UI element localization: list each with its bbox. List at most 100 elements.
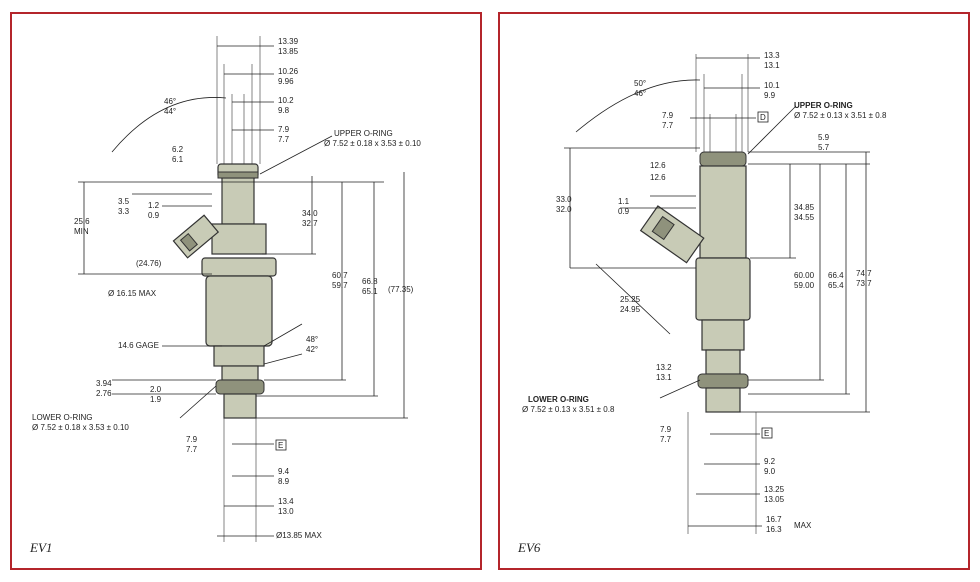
ev1-drawing: 13.39 13.85 10.26 9.96 10.2 9.8 7.9 7.7 …: [29, 36, 421, 555]
ev1-labels: 13.39 13.85 10.26 9.96 10.2 9.8 7.9 7.7 …: [29, 37, 421, 555]
dim-ev1-h3-upper: 1.2: [148, 201, 160, 210]
ev1-upper-oring-title: UPPER O-RING: [334, 129, 393, 138]
dim-ev1-angle-upper: 46°: [164, 97, 176, 106]
dim-ev1-a-lower: 9.96: [278, 77, 294, 86]
dim-ev1-top-lower: 13.85: [278, 47, 299, 56]
dim-ev1-len-ref: (77.35): [388, 285, 414, 294]
dim-ev6-len-d-lower: 73.7: [856, 279, 872, 288]
ev1-panel: 13.39 13.85 10.26 9.96 10.2 9.8 7.9 7.7 …: [10, 12, 482, 570]
dim-ev1-h4-upper: 3.94: [96, 379, 112, 388]
dim-ev1-c-lower: 7.7: [278, 135, 290, 144]
ev1-upper-oring-spec: Ø 7.52 ± 0.18 x 3.53 ± 0.10: [324, 139, 421, 148]
dim-ev6-max-upper: 16.7: [766, 515, 782, 524]
dim-ev6-angle-upper: 50°: [634, 79, 646, 88]
dim-ev6-len-c-lower: 65.4: [828, 281, 844, 290]
dim-ev6-htop-lower: 5.7: [818, 143, 830, 152]
dim-ev1-h4-lower: 2.76: [96, 389, 112, 398]
dim-ev1-len-a-lower: 59.7: [332, 281, 348, 290]
dim-ev1-h5-upper: 2.0: [150, 385, 162, 394]
dim-ev1-gage: 14.6 GAGE: [118, 341, 159, 350]
dim-ev1-angle2-upper: 48°: [306, 335, 318, 344]
dim-ev6-h3-lower: 0.9: [618, 207, 630, 216]
dim-ev1-h5-lower: 1.9: [150, 395, 162, 404]
dim-ev6-h1-upper: 12.6: [650, 161, 666, 170]
dim-ev1-c-upper: 7.9: [278, 125, 290, 134]
dim-ev6-e-upper: 7.9: [660, 425, 672, 434]
dim-ev6-max-label: MAX: [794, 521, 812, 530]
dim-ev1-angle2-lower: 42°: [306, 345, 318, 354]
dim-ev1-h1-lower: 6.1: [172, 155, 184, 164]
dim-ev6-b-upper: 7.9: [662, 111, 674, 120]
dim-ev1-min-upper: 25.6: [74, 217, 90, 226]
ev6-panel: 13.3 13.1 10.1 9.9 7.9 7.7 D 50° 46° 12.…: [498, 12, 970, 570]
dim-ev1-max-dia: Ø 16.15 MAX: [108, 289, 157, 298]
dim-ev6-diag-upper: 25.25: [620, 295, 641, 304]
dim-ev1-angle-lower: 44°: [164, 107, 176, 116]
dim-ev1-h2-upper: 3.5: [118, 197, 130, 206]
dim-ev1-h2-lower: 3.3: [118, 207, 130, 216]
ev1-model-label: EV1: [29, 540, 52, 555]
dim-ev1-len-a-upper: 60.7: [332, 271, 348, 280]
dim-ev6-e-lower: 7.7: [660, 435, 672, 444]
dim-ev6-top-upper: 13.3: [764, 51, 780, 60]
dim-ev6-h2-lower: 32.0: [556, 205, 572, 214]
dim-ev1-h1-upper: 6.2: [172, 145, 184, 154]
ev6-injector-body: [639, 151, 751, 413]
ev6-lower-oring-title: LOWER O-RING: [528, 395, 589, 404]
dim-ev1-f-lower: 8.9: [278, 477, 290, 486]
dim-ev1-a-upper: 10.26: [278, 67, 299, 76]
dim-ev1-h3-lower: 0.9: [148, 211, 160, 220]
dim-ev1-e-lower: 7.7: [186, 445, 198, 454]
dim-ev6-len-a-lower: 34.55: [794, 213, 815, 222]
ev6-lower-oring-spec: Ø 7.52 ± 0.13 x 3.51 ± 0.8: [522, 405, 615, 414]
dim-ev1-ref-2476: (24.76): [136, 259, 162, 268]
dim-ev6-h3-upper: 1.1: [618, 197, 630, 206]
dim-ev1-top-upper: 13.39: [278, 37, 299, 46]
dim-ev1-b-upper: 10.2: [278, 96, 294, 105]
dim-ev6-a-lower: 9.9: [764, 91, 776, 100]
ev1-e-box: E: [278, 441, 283, 450]
dim-ev6-a-upper: 10.1: [764, 81, 780, 90]
ev6-labels: 13.3 13.1 10.1 9.9 7.9 7.7 D 50° 46° 12.…: [517, 51, 887, 555]
ev1-lower-oring-spec: Ø 7.52 ± 0.18 x 3.53 ± 0.10: [32, 423, 129, 432]
dim-ev6-f-lower: 9.0: [764, 467, 776, 476]
dim-ev6-htop-upper: 5.9: [818, 133, 830, 142]
ev6-upper-oring-spec: Ø 7.52 ± 0.13 x 3.51 ± 0.8: [794, 111, 887, 120]
dim-ev6-g-lower: 13.05: [764, 495, 785, 504]
ev1-lower-oring-title: LOWER O-RING: [32, 413, 92, 422]
dim-ev1-g-upper: 13.4: [278, 497, 294, 506]
ev6-d-box: D: [760, 113, 766, 122]
dim-ev6-g-upper: 13.25: [764, 485, 785, 494]
dim-ev6-max-lower: 16.3: [766, 525, 782, 534]
dim-ev1-g-lower: 13.0: [278, 507, 294, 516]
ev6-dimension-lines: [564, 54, 870, 534]
dim-ev6-diag-lower: 24.95: [620, 305, 641, 314]
ev6-model-label: EV6: [517, 540, 541, 555]
dim-ev6-mid-upper: 13.2: [656, 363, 672, 372]
dim-ev6-h2-upper: 33.0: [556, 195, 572, 204]
dim-ev1-body-lower: 32.7: [302, 219, 318, 228]
dim-ev1-max: Ø13.85 MAX: [276, 531, 322, 540]
dim-ev6-len-b-lower: 59.00: [794, 281, 815, 290]
dim-ev6-len-d-upper: 74.7: [856, 269, 872, 278]
dim-ev6-len-b-upper: 60.00: [794, 271, 815, 280]
dim-ev6-top-lower: 13.1: [764, 61, 780, 70]
dim-ev6-angle-lower: 46°: [634, 89, 646, 98]
dim-ev1-e-upper: 7.9: [186, 435, 198, 444]
dim-ev1-min-lower: MIN: [74, 227, 89, 236]
ev1-dimension-lines: [78, 36, 408, 542]
dim-ev6-len-c-upper: 66.4: [828, 271, 844, 280]
dim-ev1-body-upper: 34.0: [302, 209, 318, 218]
dim-ev1-b-lower: 9.8: [278, 106, 290, 115]
dim-ev6-b-lower: 7.7: [662, 121, 674, 130]
ev6-upper-oring-title: UPPER O-RING: [794, 101, 853, 110]
ev6-e-box: E: [764, 429, 769, 438]
dim-ev1-len-b-upper: 66.8: [362, 277, 378, 286]
dim-ev1-f-upper: 9.4: [278, 467, 290, 476]
ev1-injector-body: [172, 163, 277, 419]
dim-ev6-f-upper: 9.2: [764, 457, 776, 466]
dim-ev1-len-b-lower: 65.1: [362, 287, 378, 296]
dim-ev6-h1-lower: 12.6: [650, 173, 666, 182]
dim-ev6-mid-lower: 13.1: [656, 373, 672, 382]
dim-ev6-len-a-upper: 34.85: [794, 203, 815, 212]
